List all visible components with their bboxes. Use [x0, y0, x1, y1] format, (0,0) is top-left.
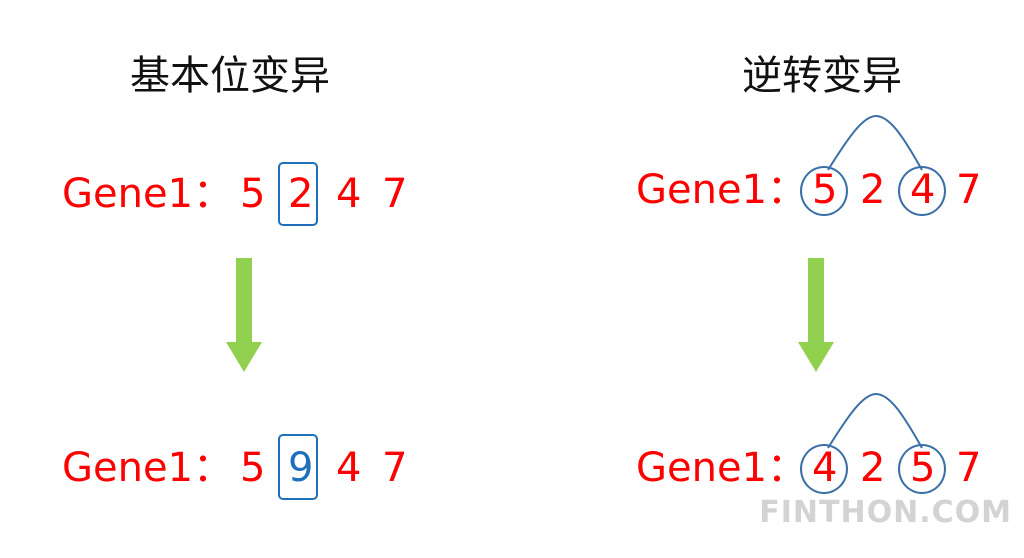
right-title: 逆转变异	[742, 53, 902, 99]
swap-circle	[800, 166, 848, 216]
gene-label: Gene1：	[636, 445, 808, 491]
gene-digit-3: 4	[336, 171, 362, 217]
swap-arc	[827, 392, 923, 449]
gene-digit-4: 7	[382, 171, 408, 217]
gene-label: Gene1：	[62, 445, 234, 491]
gene-digit-4: 7	[382, 445, 408, 491]
watermark: FINTHON.COM	[759, 495, 1012, 530]
gene-label: Gene1：	[62, 171, 234, 217]
swap-circle	[898, 166, 946, 216]
gene-digit-1: 5	[240, 171, 266, 217]
arrow-down-icon	[798, 258, 834, 372]
left-title: 基本位变异	[130, 53, 330, 99]
gene-digit-1: 5	[240, 445, 266, 491]
left-gene-before: Gene1： 5 2 4 7	[62, 164, 422, 224]
gene-digit-2-mutated: 9	[288, 445, 314, 491]
arrow-down-icon	[226, 258, 262, 372]
highlight-box	[278, 434, 318, 500]
gene-digit-2: 2	[860, 445, 886, 491]
left-gene-after: Gene1： 5 9 4 7	[62, 438, 422, 498]
gene-digit-2: 2	[860, 167, 886, 213]
gene-digit-3: 4	[336, 445, 362, 491]
gene-digit-2: 2	[288, 171, 314, 217]
gene-digit-4: 7	[956, 445, 982, 491]
swap-circle	[800, 444, 848, 494]
swap-circle	[898, 444, 946, 494]
gene-label: Gene1：	[636, 167, 808, 213]
highlight-box	[278, 162, 318, 226]
swap-arc	[827, 114, 923, 171]
gene-digit-4: 7	[956, 167, 982, 213]
